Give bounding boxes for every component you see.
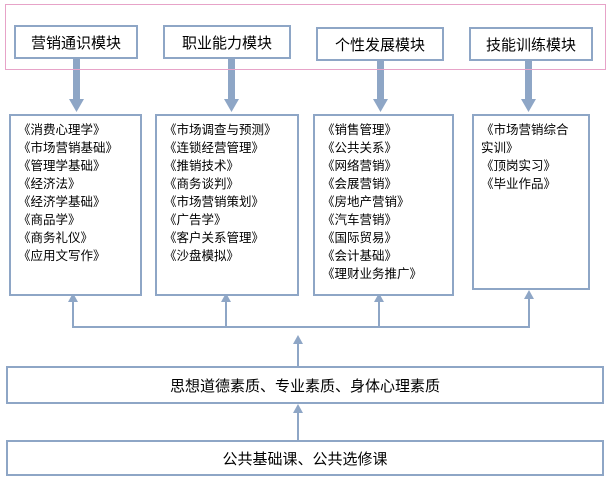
course-item: 《市场营销综合 (481, 122, 569, 137)
course-item: 《商品学》 (18, 212, 81, 227)
quality-label: 思想道德素质、专业素质、身体心理素质 (169, 376, 440, 395)
course-item: 《沙盘模拟》 (164, 248, 240, 263)
course-item: 《消费心理学》 (18, 122, 106, 137)
connector-bus (72, 326, 530, 328)
course-item: 《客户关系管理》 (164, 230, 265, 245)
module-label: 营销通识模块 (30, 33, 121, 52)
module-label: 职业能力模块 (181, 33, 272, 52)
module-personal-development: 个性发展模块 (316, 27, 444, 61)
course-item: 《顶岗实习》 (481, 158, 557, 173)
course-item: 《公共关系》 (322, 140, 398, 155)
course-item: 实训》 (481, 140, 519, 155)
course-item: 《国际贸易》 (322, 230, 398, 245)
arrow-module-1 (69, 58, 84, 112)
course-item: 《毕业作品》 (481, 176, 557, 191)
foundation-box: 公共基础课、公共选修课 (6, 440, 604, 476)
course-item: 《房地产营销》 (322, 194, 410, 209)
modules-frame (5, 4, 606, 70)
connector-foundation-up (297, 411, 299, 441)
connector-quality-up (297, 337, 299, 368)
course-item: 《汽车营销》 (322, 212, 398, 227)
arrow-module-4 (521, 58, 536, 112)
course-item: 《市场营销基础》 (18, 140, 119, 155)
course-item: 《会展营销》 (322, 176, 398, 191)
module-marketing-general: 营销通识模块 (14, 25, 138, 59)
module-label: 技能训练模块 (485, 35, 576, 54)
course-list-personal-development: 《销售管理》 《公共关系》 《网络营销》 《会展营销》 《房地产营销》 《汽车营… (313, 114, 454, 296)
course-list-skill-training: 《市场营销综合 实训》 《顶岗实习》 《毕业作品》 (472, 114, 590, 290)
course-list-professional-ability: 《市场调查与预测》 《连锁经营管理》 《推销技术》 《商务谈判》 《市场营销策划… (155, 114, 299, 296)
course-item: 《会计基础》 (322, 248, 398, 263)
arrowhead-foundation-up (293, 404, 303, 413)
course-item: 《经济法》 (18, 176, 81, 191)
connector-up-3 (378, 300, 380, 328)
connector-up-2 (225, 300, 227, 328)
module-label: 个性发展模块 (334, 35, 425, 54)
arrow-module-2 (224, 58, 239, 112)
module-professional-ability: 职业能力模块 (163, 25, 291, 59)
course-item: 《市场营销策划》 (164, 194, 265, 209)
course-item: 《商务谈判》 (164, 176, 240, 191)
course-item: 《商务礼仪》 (18, 230, 94, 245)
arrowhead-up-4 (524, 290, 534, 299)
arrowhead-up-3 (374, 293, 384, 302)
course-list-marketing-general: 《消费心理学》 《市场营销基础》 《管理学基础》 《经济法》 《经济学基础》 《… (9, 114, 142, 296)
arrowhead-quality-up (293, 335, 303, 344)
course-item: 《连锁经营管理》 (164, 140, 265, 155)
course-item: 《应用文写作》 (18, 248, 106, 263)
quality-box: 思想道德素质、专业素质、身体心理素质 (6, 366, 604, 404)
module-skill-training: 技能训练模块 (469, 27, 593, 61)
arrowhead-up-2 (221, 293, 231, 302)
course-item: 《管理学基础》 (18, 158, 106, 173)
course-item: 《广告学》 (164, 212, 227, 227)
arrowhead-up-1 (68, 293, 78, 302)
course-item: 《网络营销》 (322, 158, 398, 173)
course-item: 《市场调查与预测》 (164, 122, 277, 137)
connector-up-1 (72, 300, 74, 328)
course-item: 《销售管理》 (322, 122, 398, 137)
course-item: 《理财业务推广》 (322, 266, 423, 281)
arrow-module-3 (373, 58, 388, 112)
course-item: 《推销技术》 (164, 158, 240, 173)
course-item: 《经济学基础》 (18, 194, 106, 209)
connector-up-4 (528, 297, 530, 328)
foundation-label: 公共基础课、公共选修课 (222, 449, 388, 468)
